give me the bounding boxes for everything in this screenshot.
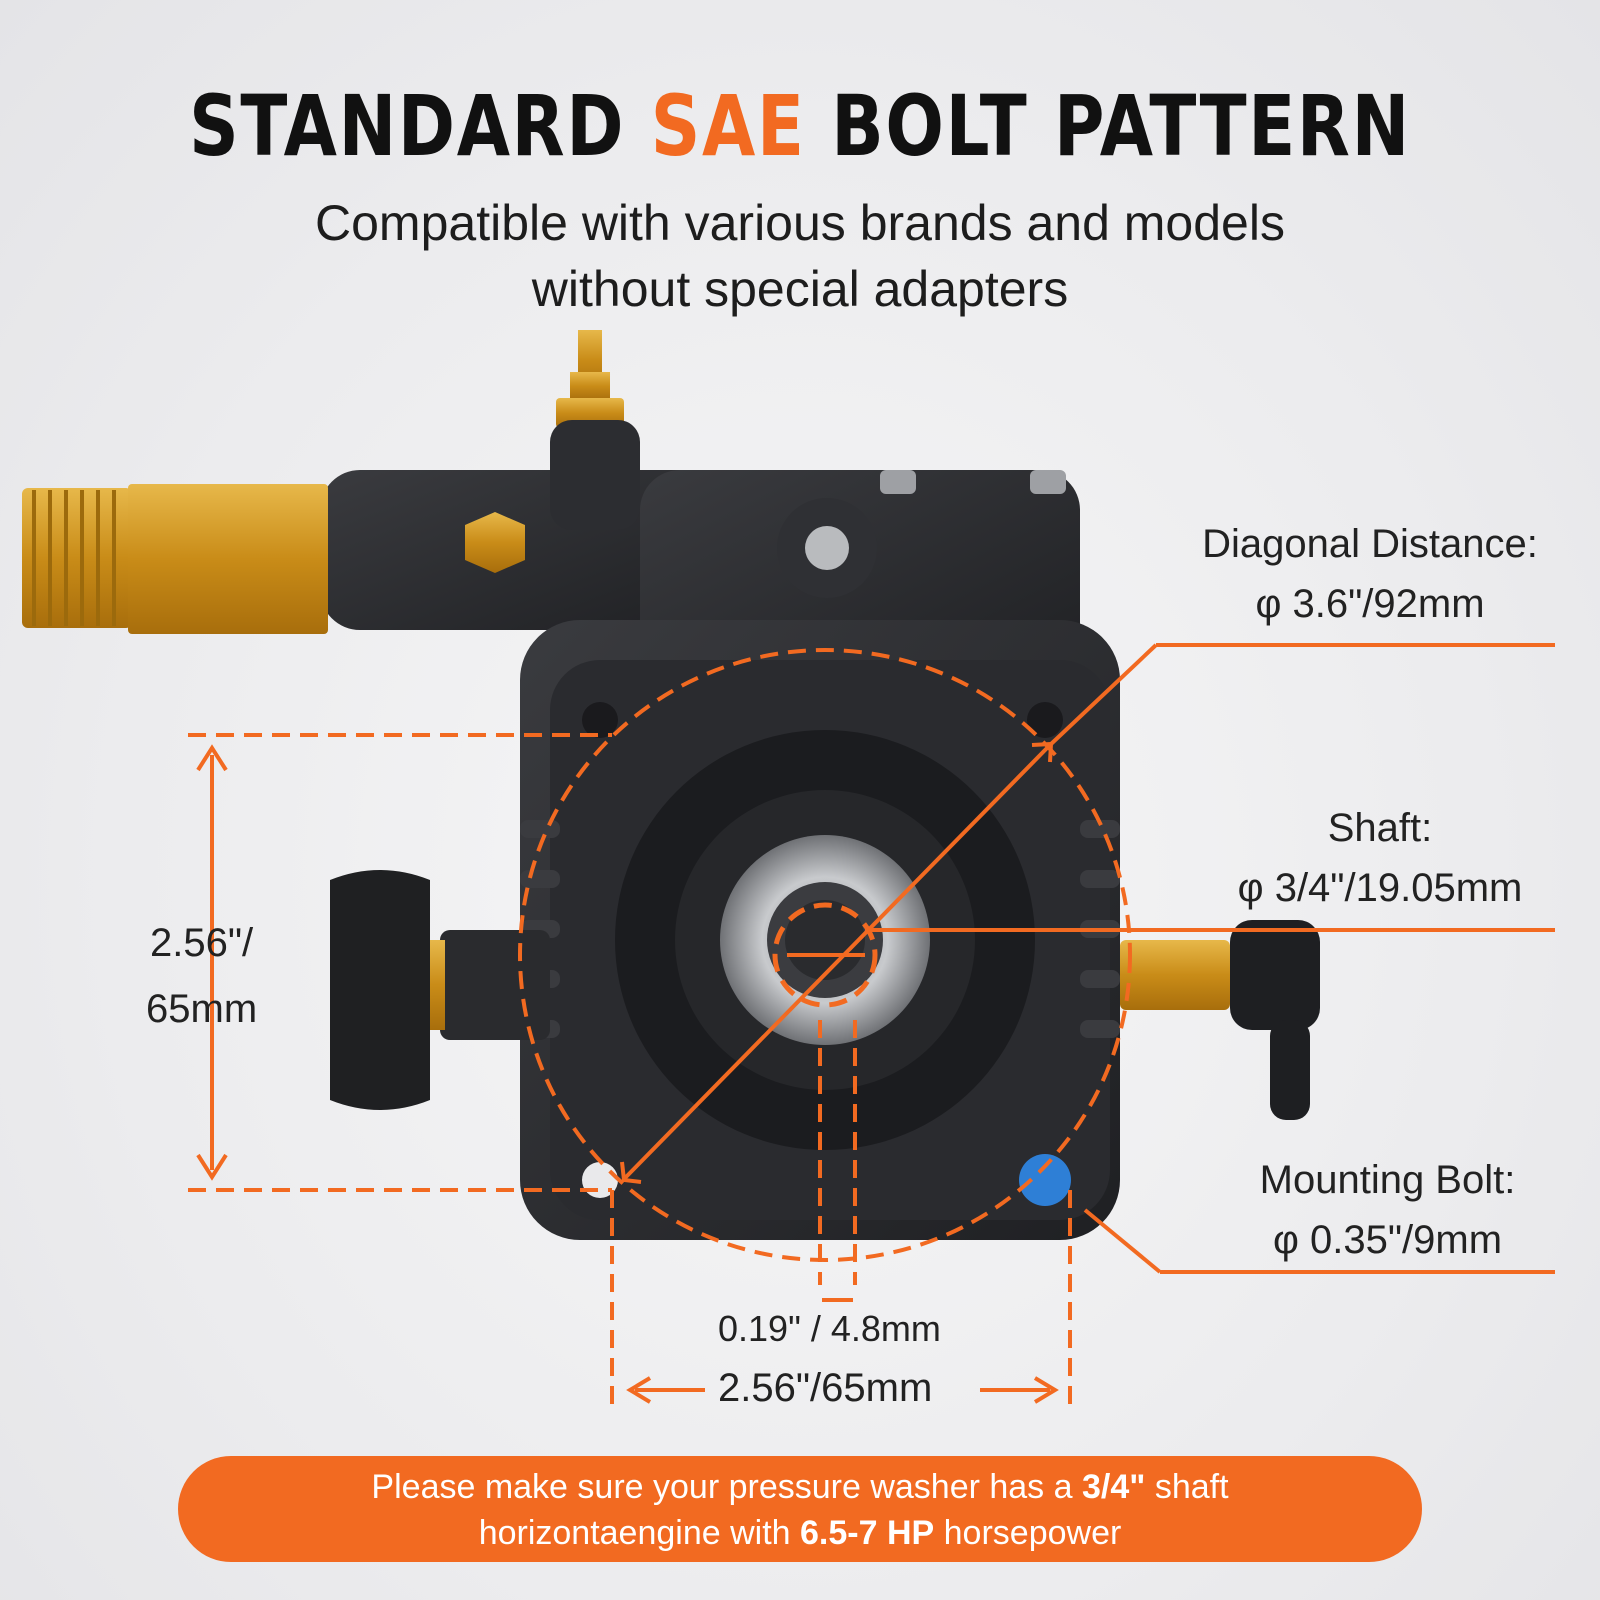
notice-line1: Please make sure your pressure washer ha… [178, 1464, 1422, 1510]
shaft-spec-label: Shaft: [1327, 806, 1433, 850]
vertical-dimension-line2: 65mm [146, 987, 258, 1031]
bolt-spec-value: φ 0.35"/9mm [1272, 1218, 1503, 1262]
brass-nipple [556, 330, 624, 428]
dimension-lines [188, 648, 1132, 1405]
shaft-spec: Shaft: φ 3/4"/19.05mm [1200, 800, 1560, 916]
inlet-knob [330, 870, 550, 1110]
diagonal-spec-value: φ 3.6"/92mm [1255, 582, 1485, 626]
subtitle-line2: without special adapters [531, 261, 1069, 317]
notice-line2: horizontaengine with 6.5-7 HP horsepower [178, 1510, 1422, 1556]
subtitle: Compatible with various brands and model… [0, 190, 1600, 322]
page-title: STANDARD SAE BOLT PATTERN [144, 78, 1456, 174]
bolt-spec: Mounting Bolt: φ 0.35"/9mm [1215, 1152, 1560, 1268]
horizontal-dimension: 2.56"/65mm [718, 1366, 933, 1410]
notice-text3: horizontaengine with [478, 1514, 801, 1552]
unloader-fitting [1120, 920, 1320, 1120]
title-part2: BOLT PATTERN [805, 77, 1411, 175]
notice-text4: horsepower [934, 1514, 1122, 1552]
notice-bold-shaft: 3/4" [1082, 1468, 1146, 1506]
pump-body [520, 620, 1120, 1240]
notice-text2: shaft [1145, 1468, 1229, 1506]
vertical-dimension-line1: 2.56"/ [149, 921, 254, 965]
shaft-spec-value: φ 3/4"/19.05mm [1237, 866, 1523, 910]
diagonal-spec: Diagonal Distance: φ 3.6"/92mm [1180, 516, 1560, 632]
keyway-dimension: 0.19" / 4.8mm [718, 1308, 941, 1349]
subtitle-line1: Compatible with various brands and model… [315, 195, 1285, 251]
dimension-arrows [196, 643, 1555, 1404]
notice-text1: Please make sure your pressure washer ha… [371, 1468, 1082, 1506]
diagonal-spec-label: Diagonal Distance: [1202, 522, 1538, 566]
bolt-spec-label: Mounting Bolt: [1259, 1158, 1516, 1202]
vertical-dimension: 2.56"/ 65mm [146, 910, 257, 1042]
outlet-fitting [22, 484, 328, 634]
notice-bold-hp: 6.5-7 HP [800, 1514, 935, 1552]
notice-banner: Please make sure your pressure washer ha… [178, 1456, 1422, 1562]
title-accent: SAE [650, 77, 806, 175]
title-part1: STANDARD [189, 77, 651, 175]
